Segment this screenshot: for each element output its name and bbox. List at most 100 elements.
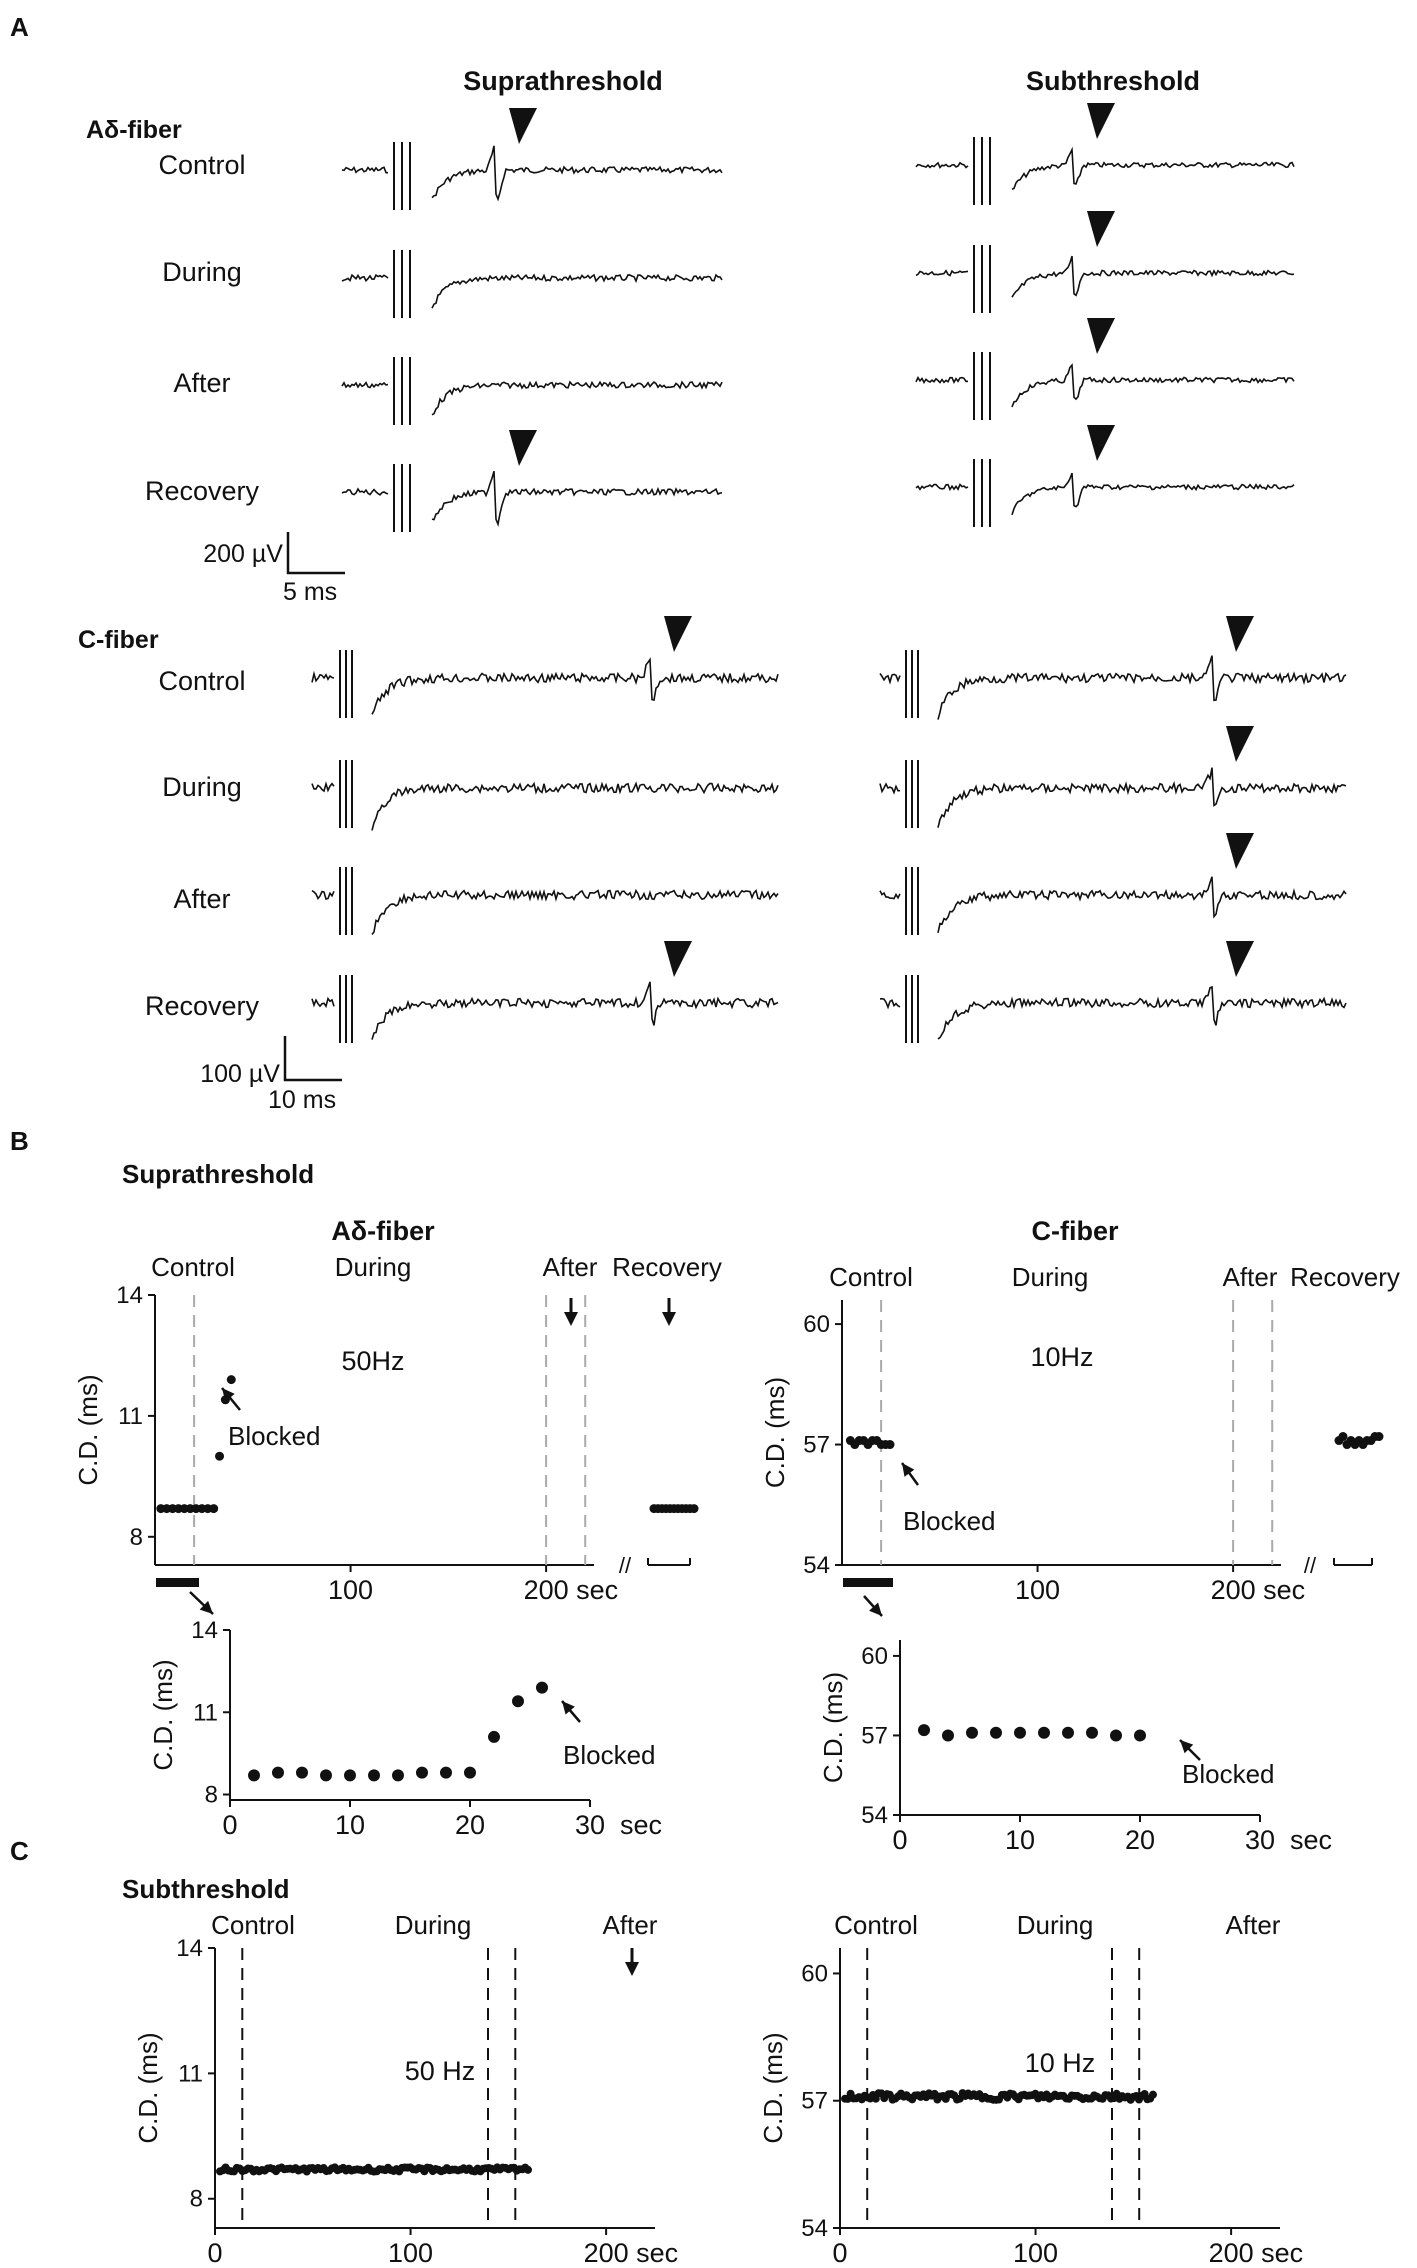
adelta-supra-trace-0-baseline — [341, 165, 389, 174]
b-adelta-inset-point — [512, 1695, 524, 1708]
panel-b-title: Suprathreshold — [122, 1159, 314, 1189]
b-c-axis-break: // — [1304, 1553, 1317, 1578]
b_c-y-tick-label: 60 — [803, 1311, 830, 1338]
panel-c-title: Subthreshold — [122, 1874, 290, 1904]
b-c-inset-range-bar — [843, 1578, 893, 1587]
c_c-y-tick-label: 54 — [801, 2215, 828, 2242]
trace-group — [311, 103, 1347, 1043]
c_adelta-phase-label-after: After — [603, 1910, 658, 1940]
c-sub-trace-0-baseline — [879, 673, 901, 685]
c-supra-trace-1-baseline — [311, 781, 335, 793]
b_c-x-tick-label: 200 — [1211, 1575, 1256, 1605]
adelta-sub-trace-1-arrowhead-icon — [1087, 211, 1115, 247]
b-c-recovery-point — [1338, 1432, 1348, 1442]
b_adelta-y-axis-label: C.D. (ms) — [73, 1374, 103, 1485]
b-adelta-inset-range-bar — [156, 1578, 199, 1587]
c-supra-trace-0-arrowhead-icon — [664, 616, 692, 652]
row-label-c-during: During — [162, 772, 242, 802]
b-adelta-freq-label: 50Hz — [341, 1346, 404, 1376]
c-supra-trace-0-baseline — [311, 670, 335, 683]
b_c-y-axis-label: C.D. (ms) — [760, 1377, 790, 1488]
c-adelta-point — [524, 2165, 532, 2174]
c-adelta-freq-label: 50 Hz — [405, 2056, 476, 2086]
b-adelta-inset-blocked-label: Blocked — [563, 1740, 656, 1770]
adelta-sub-trace-2 — [915, 318, 1295, 420]
row-label-adelta-during: During — [162, 257, 242, 287]
row-label-adelta-recovery: Recovery — [145, 476, 260, 506]
b-c-inset-point — [1014, 1726, 1026, 1739]
b_c_inset-x-tick-label: 10 — [1005, 1825, 1035, 1855]
adelta-supra-trace-2-response — [431, 380, 723, 416]
b-c-inset-point — [1110, 1729, 1122, 1742]
c-scale-bar: 100 µV 10 ms — [200, 1036, 342, 1114]
c-sub-trace-3 — [879, 941, 1347, 1043]
b_c-phase-label-recovery: Recovery — [1290, 1262, 1400, 1292]
adelta-sub-trace-1-response — [1011, 255, 1295, 298]
c-sub-trace-2-baseline — [879, 890, 901, 900]
b_adelta-x-tick-label: 100 — [328, 1575, 373, 1605]
b-adelta-blocked-label: Blocked — [228, 1421, 321, 1451]
b_c_inset-x-tick-label: 0 — [892, 1825, 907, 1855]
b_adelta-x-tick-label: 200 — [524, 1575, 569, 1605]
b-c-inset-point — [966, 1726, 978, 1739]
panel-letter-a: A — [10, 12, 29, 42]
c-supra-trace-3-response — [371, 981, 779, 1040]
b-c-blocked-label: Blocked — [903, 1506, 996, 1536]
c_adelta-y-tick-label: 11 — [178, 2060, 203, 2087]
b-adelta-axis-break: // — [619, 1553, 632, 1578]
adelta-supra-trace-2-baseline — [341, 381, 389, 389]
c-c-freq-label: 10 Hz — [1025, 2048, 1096, 2078]
b_adelta-y-tick-label: 14 — [116, 1282, 143, 1309]
adelta-sub-trace-3-response — [1011, 472, 1295, 516]
b-c-inset-point — [942, 1729, 954, 1742]
c_c-phase-label-control: Control — [834, 1910, 918, 1940]
b_c-phase-label-after: After — [1223, 1262, 1278, 1292]
b_c_inset-y-axis-label: C.D. (ms) — [818, 1672, 848, 1783]
c-sub-trace-1-baseline — [879, 782, 900, 795]
adelta-sub-trace-2-arrowhead-icon — [1087, 318, 1115, 354]
b-c-inset-point — [990, 1726, 1002, 1739]
b_adelta_inset-y-tick-label: 11 — [193, 1699, 218, 1726]
row-label-adelta-control: Control — [158, 150, 245, 180]
b-adelta-inset-blocked-arrow-icon — [562, 1701, 575, 1715]
adelta-sub-trace-2-baseline — [915, 376, 969, 384]
b_adelta_inset-y-axis-label: C.D. (ms) — [148, 1659, 178, 1770]
b-adelta-inset-point — [296, 1766, 308, 1779]
b-c-inset-blocked-arrow-icon — [1180, 1740, 1194, 1754]
adelta-supra-trace-3 — [341, 430, 723, 532]
b-adelta-blocked-arrow-icon — [222, 1388, 235, 1402]
b_adelta-y-tick-label: 8 — [130, 1524, 143, 1551]
col-header-supra: Suprathreshold — [463, 66, 663, 96]
c_adelta-phase-label-control: Control — [211, 1910, 295, 1940]
c_c-y-tick-label: 57 — [801, 2088, 828, 2115]
c-supra-trace-1 — [311, 760, 779, 831]
c-supra-trace-3 — [311, 941, 779, 1043]
adelta-supra-trace-0-response — [431, 145, 723, 202]
b_c_inset-y-tick-label: 57 — [861, 1722, 888, 1749]
b_adelta-phase-label-during: During — [335, 1252, 412, 1282]
adelta-fiber-label: Aδ-fiber — [86, 116, 182, 144]
c-supra-trace-0 — [311, 616, 779, 718]
b-adelta-inset-arrow-icon — [199, 1600, 213, 1614]
b-adelta-recovery-arrow-icon — [662, 1312, 676, 1326]
b_adelta-phase-label-after: After — [543, 1252, 598, 1282]
b-adelta-inset-point — [440, 1766, 452, 1779]
b_c-phase-label-during: During — [1012, 1262, 1089, 1292]
b-adelta-inset-point — [368, 1769, 380, 1782]
c-sub-trace-0 — [879, 616, 1347, 720]
c-sub-trace-1-arrowhead-icon — [1226, 726, 1254, 762]
b_adelta_inset-x-tick-label: 0 — [222, 1810, 237, 1840]
c_c-phase-label-during: During — [1017, 1910, 1094, 1940]
adelta-sub-trace-0-baseline — [915, 161, 969, 169]
c-adelta-after-arrow-icon — [625, 1962, 639, 1976]
panel-letter-b: B — [10, 1126, 29, 1156]
b_c_inset-y-tick-label: 60 — [861, 1643, 888, 1670]
c-sub-trace-2 — [879, 833, 1347, 935]
adelta-supra-trace-3-arrowhead-icon — [509, 430, 537, 466]
b-adelta-point — [226, 1375, 236, 1385]
adelta-sub-trace-3 — [915, 425, 1295, 527]
